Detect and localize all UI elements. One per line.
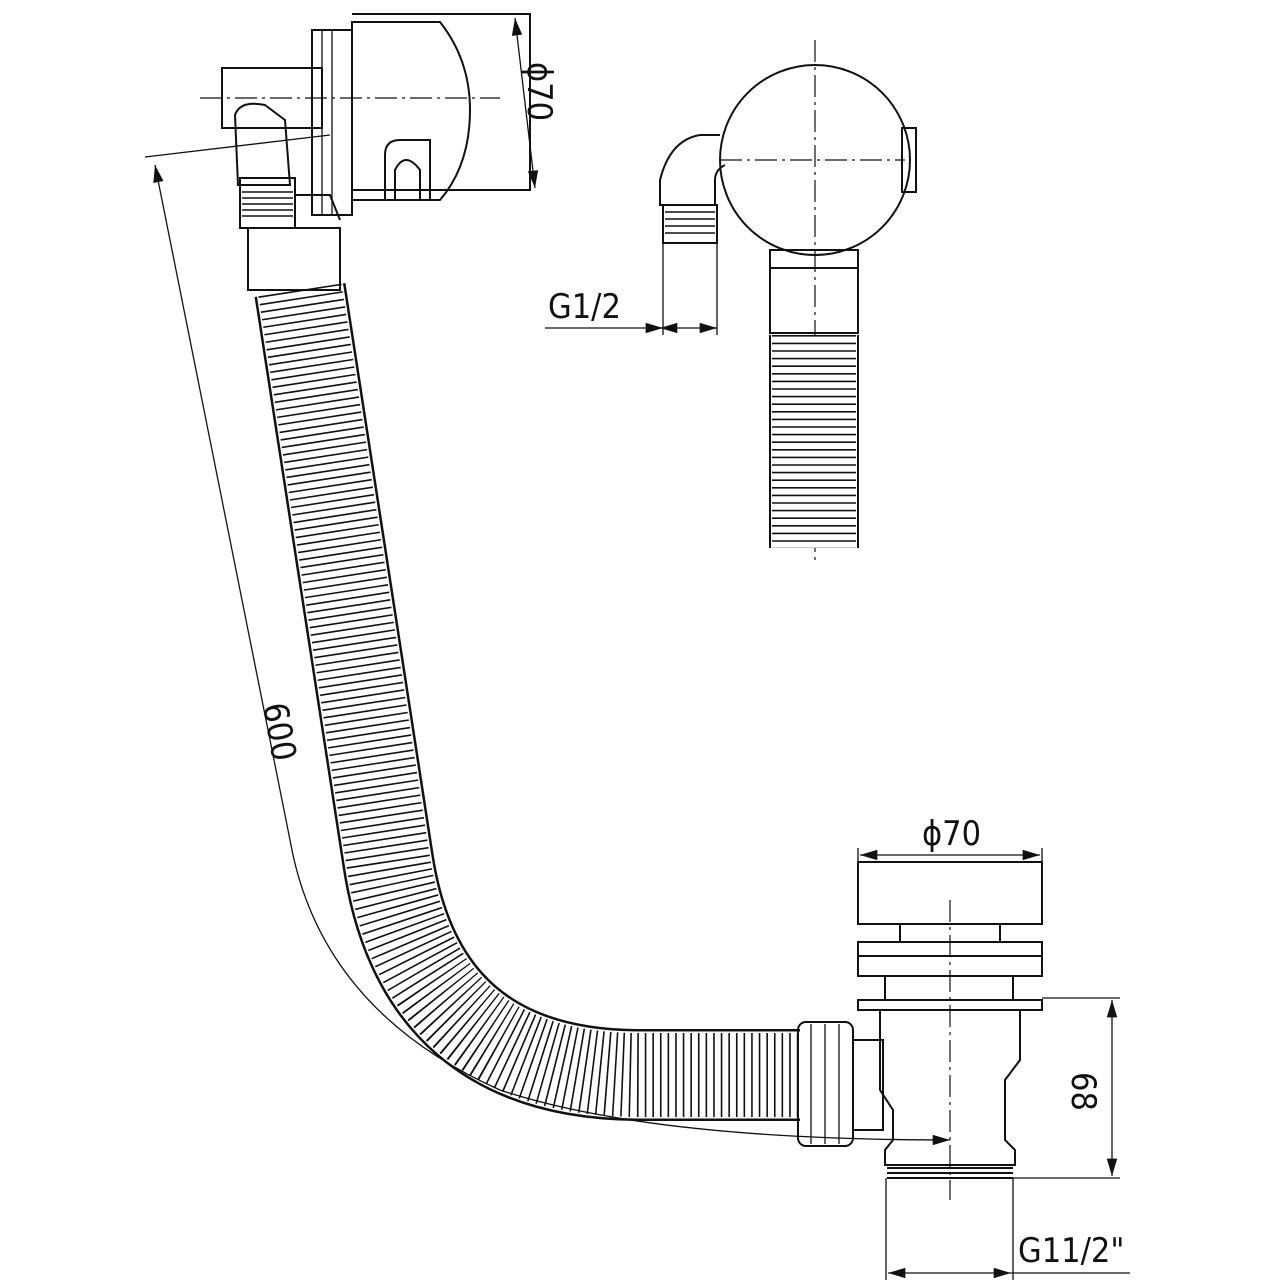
overflow-thread-label: G1/2 [548, 287, 621, 327]
overflow-front-view [659, 40, 917, 565]
hose-length-label: 600 [254, 700, 304, 764]
waste-diameter-label: ϕ70 [922, 814, 981, 854]
overflow-diameter-dimension: ϕ70 [511, 17, 559, 189]
waste-diameter-dimension: ϕ70 [857, 814, 1043, 862]
waste-height-label: 68 [1063, 1072, 1103, 1111]
waste-height-dimension: 68 [1013, 997, 1120, 1179]
overflow-thread-dimension: G1/2 [545, 287, 717, 334]
waste-assembly [797, 861, 1043, 1280]
main-flexible-hose [254, 282, 800, 1121]
waste-thread-dimension: G11/2" [888, 1231, 1130, 1279]
waste-thread-label: G11/2" [1018, 1231, 1124, 1271]
hose-length-dimension: 600 [144, 134, 951, 1146]
overflow-diameter-label: ϕ70 [519, 62, 559, 121]
overflow-head-side-view [200, 13, 531, 291]
